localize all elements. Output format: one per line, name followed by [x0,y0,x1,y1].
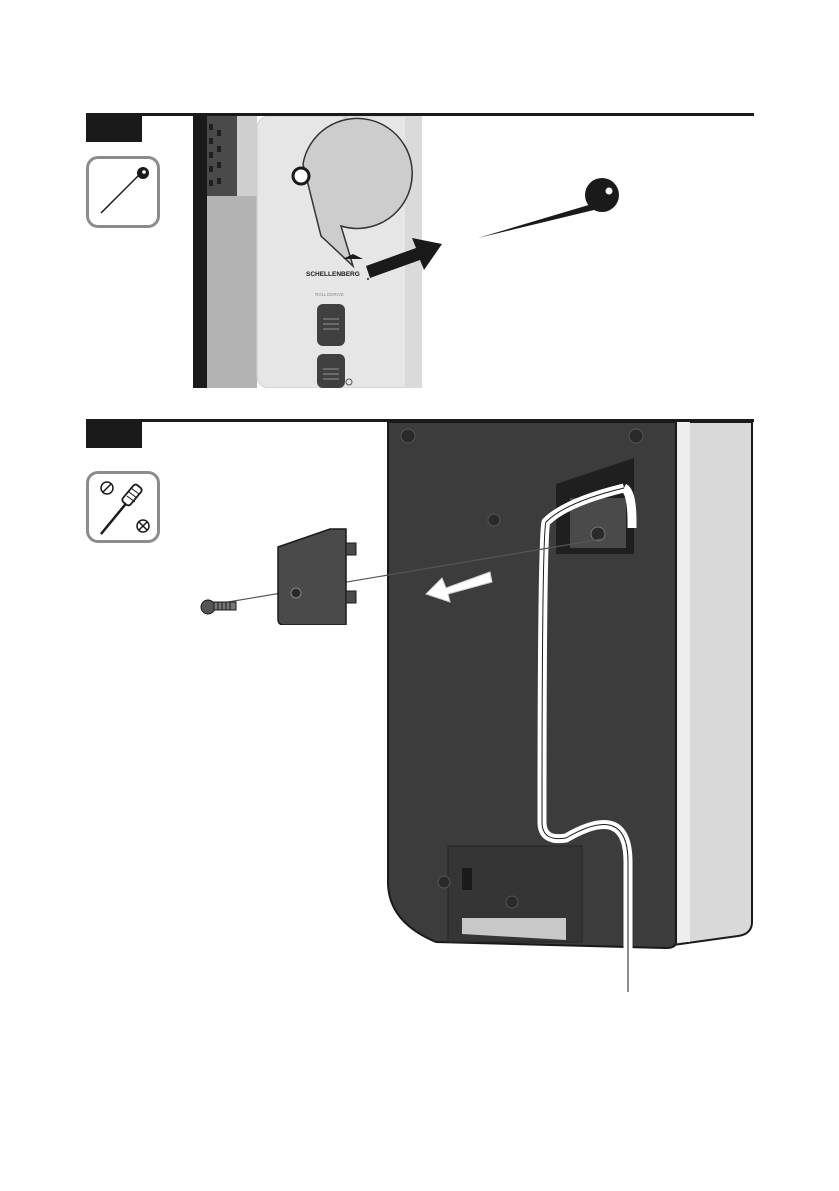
device-brand-label: SCHELLENBERG [306,271,360,278]
step-2-tab [86,422,142,448]
tool-box-step-2 [86,471,160,543]
screw-icon [201,600,236,614]
step-1-tab [86,116,142,142]
pin-large-icon [470,170,630,245]
pin-tool-icon [89,159,157,225]
device-small-label: ROLLODRIVE [315,292,344,297]
cover-and-screw-illustration [190,525,610,625]
screwdriver-tool-icon [89,474,157,540]
tool-box-step-1 [86,156,160,228]
device-back-illustration [386,422,754,994]
push-arrow-icon [360,230,450,285]
